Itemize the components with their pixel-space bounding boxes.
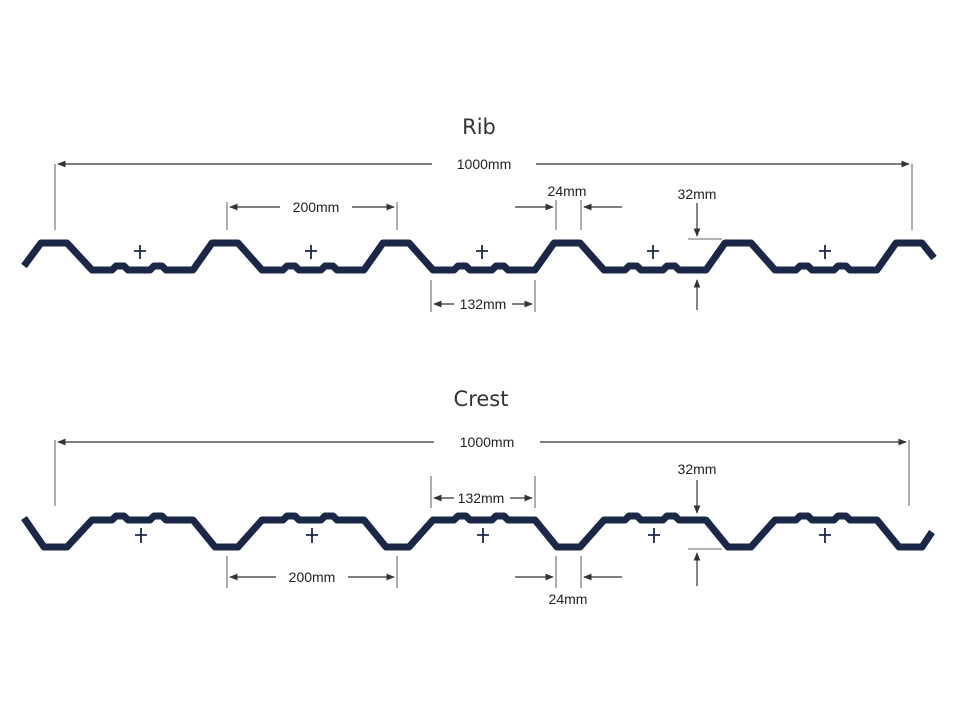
crest-top-label: 132mm: [458, 490, 505, 506]
crest-fastener-icon: [135, 528, 147, 543]
rib-trough-label: 132mm: [460, 296, 507, 312]
crest-fastener-icon: [648, 528, 660, 543]
crest-fastener-icon: [819, 528, 831, 543]
crest-pitch-label: 200mm: [289, 569, 336, 585]
rib-fastener-icon: [305, 245, 317, 259]
crest-profile-line: [21, 512, 935, 551]
crest-fastener-icon: [306, 528, 318, 543]
crest-fastener-icon: [477, 528, 489, 543]
rib-fastener-icon: [819, 245, 831, 259]
crest-section: Crest 1000mm 132mm 32mm 200mm 24mm: [21, 387, 935, 607]
rib-fastener-icon: [647, 245, 659, 259]
crest-width-label: 1000mm: [460, 434, 514, 450]
rib-width-label: 1000mm: [457, 156, 511, 172]
crest-fastener-markers: [135, 528, 831, 543]
rib-fastener-icon: [476, 245, 488, 259]
crest-depth-label: 32mm: [678, 461, 717, 477]
rib-section: Rib 1000mm 200mm 24mm 32mm 132mm: [21, 115, 937, 312]
rib-title: Rib: [462, 115, 496, 139]
crest-trough-label: 24mm: [549, 591, 588, 607]
crest-title: Crest: [454, 387, 509, 411]
rib-fastener-markers: [134, 245, 831, 259]
rib-pitch-label: 200mm: [293, 199, 340, 215]
rib-fastener-icon: [134, 245, 146, 259]
rib-crest-label: 24mm: [548, 183, 587, 199]
rib-profile-line: [21, 239, 937, 274]
rib-depth-label: 32mm: [678, 186, 717, 202]
